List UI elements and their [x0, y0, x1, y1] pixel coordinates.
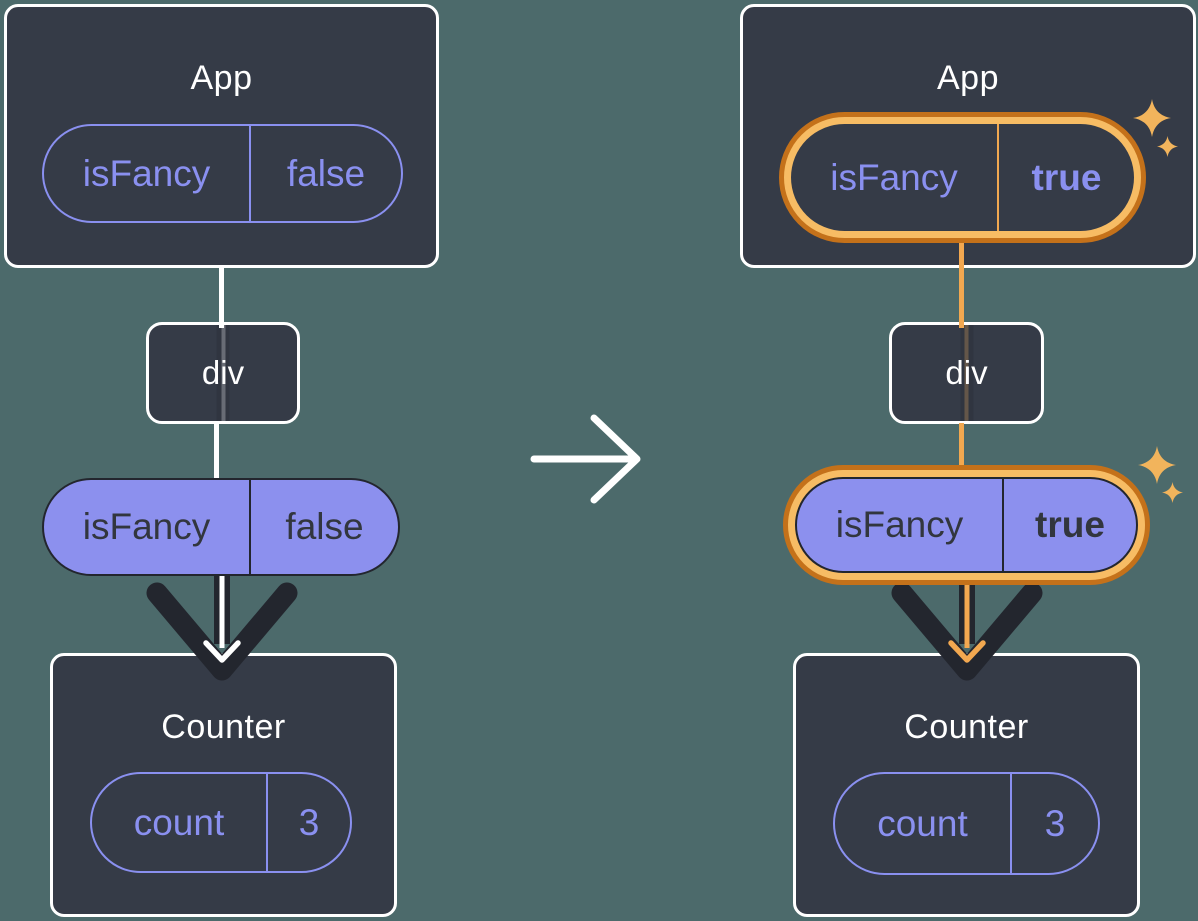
prop-name: isFancy — [830, 156, 958, 198]
state-name: count — [877, 802, 968, 844]
app-prop-pill: isFancy true — [791, 124, 1134, 231]
counter-state-pill: count 3 — [833, 772, 1100, 875]
highlight-ring: isFancy true — [779, 112, 1146, 243]
prop-name: isFancy — [82, 506, 211, 547]
prop-name: isFancy — [82, 152, 211, 194]
prop-value: false — [249, 126, 401, 221]
counter-state-pill: count 3 — [90, 772, 352, 873]
div-element-box: div — [889, 322, 1044, 424]
prop-line-through-div — [960, 325, 973, 421]
prop-line-through-div — [216, 325, 230, 421]
arrow-right-icon — [530, 414, 641, 504]
highlight-ring: isFancy true — [783, 465, 1150, 585]
connector-div-to-prop — [214, 423, 219, 479]
counter-title: Counter — [161, 708, 286, 746]
connector-app-to-div — [959, 236, 964, 328]
passed-prop-pill: isFancy true — [795, 477, 1138, 573]
prop-value: true — [997, 124, 1134, 231]
connector-div-to-prop — [959, 423, 964, 471]
app-prop-pill: isFancy false — [42, 124, 403, 223]
div-label: div — [945, 354, 988, 391]
div-label: div — [201, 354, 245, 391]
sparkle-icon — [1162, 482, 1183, 503]
prop-value: true — [1002, 479, 1136, 571]
prop-name: isFancy — [835, 504, 964, 545]
counter-title: Counter — [904, 708, 1029, 746]
state-value: 3 — [1010, 774, 1098, 873]
app-title: App — [190, 59, 253, 97]
sparkle-icon — [1138, 446, 1176, 484]
connector-app-to-div — [219, 266, 224, 328]
state-value: 3 — [266, 774, 350, 871]
app-title: App — [937, 59, 999, 97]
prop-value: false — [249, 480, 398, 574]
div-element-box: div — [146, 322, 300, 424]
state-name: count — [133, 801, 225, 843]
passed-prop-pill: isFancy false — [42, 478, 400, 576]
